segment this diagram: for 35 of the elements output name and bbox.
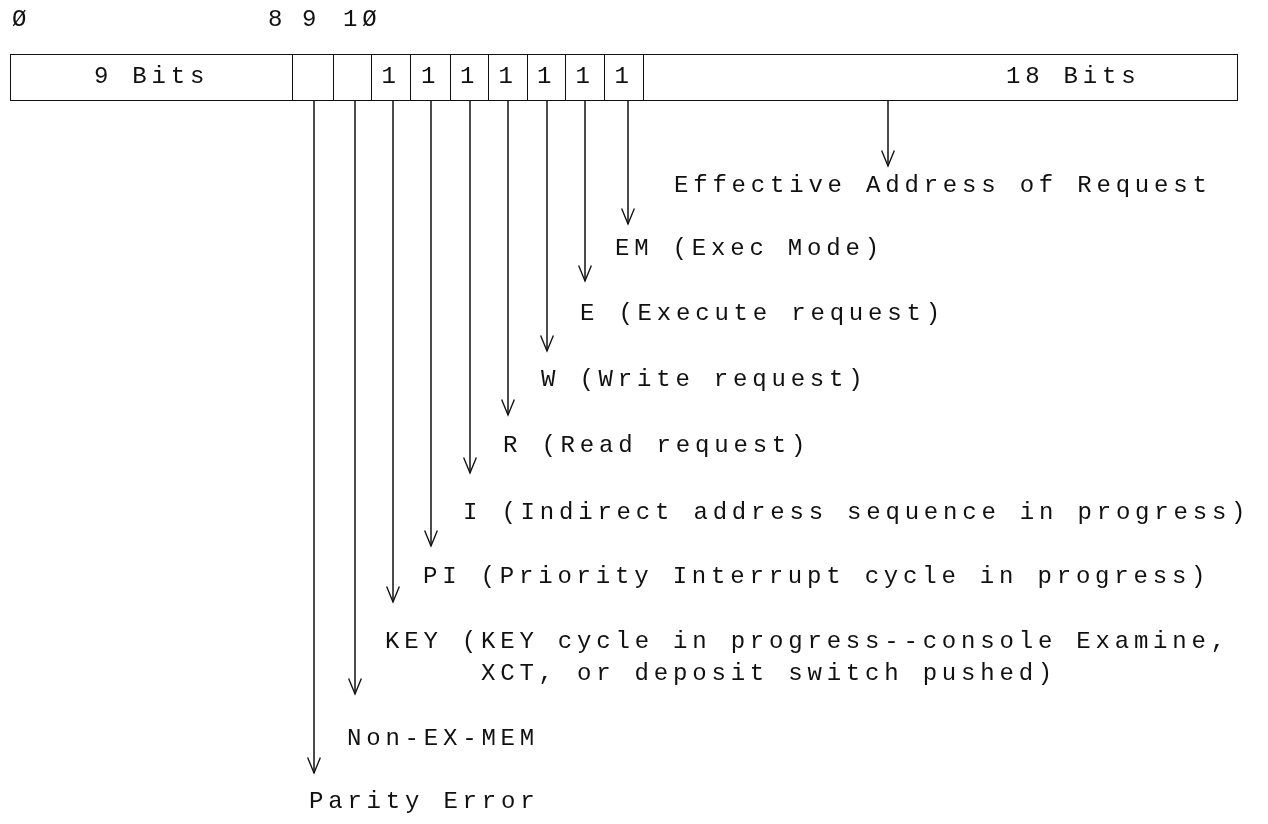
arrow xyxy=(620,99,636,225)
bit-position-number: Ø xyxy=(12,5,32,35)
bit-field: 1 xyxy=(488,54,528,101)
field-description: Parity Error xyxy=(305,773,540,818)
arrow xyxy=(423,99,439,547)
bit-position-number: 9 xyxy=(302,5,322,35)
empty-bit-field xyxy=(333,54,372,101)
arrow xyxy=(539,99,555,352)
field-description: PI (Priority Interrupt cycle in progress) xyxy=(419,546,1211,593)
bit-field: 1 xyxy=(450,54,489,101)
bit-field: 1 xyxy=(527,54,566,101)
bit-field: 1 xyxy=(371,54,411,101)
empty-bit-field xyxy=(292,54,334,101)
field-description: I (Indirect address sequence in progress) xyxy=(459,473,1251,529)
bit-field: 9 Bits xyxy=(10,54,293,101)
bit-field: 1 xyxy=(604,54,644,101)
arrow xyxy=(385,99,401,603)
field-description: Effective Address of Request xyxy=(670,166,1212,202)
field-description: Non-EX-MEM xyxy=(343,694,540,755)
bit-position-number: 1Ø xyxy=(343,5,382,35)
arrow xyxy=(347,99,363,695)
field-description: EM (Exec Mode) xyxy=(611,224,884,265)
field-description: E (Execute request) xyxy=(576,281,945,330)
field-description: W (Write request) xyxy=(537,351,868,396)
bit-position-number: 8 xyxy=(268,5,288,35)
field-description: R (Read request) xyxy=(499,415,811,462)
field-description: KEY (KEY cycle in progress--console Examine, XCT, or deposit switch pushed) xyxy=(381,602,1261,690)
bit-field: 1 xyxy=(410,54,451,101)
bit-field: 18 Bits xyxy=(643,54,1238,101)
arrow xyxy=(880,99,896,167)
arrow xyxy=(306,99,322,774)
bit-field: 1 xyxy=(565,54,605,101)
arrow xyxy=(577,99,593,282)
arrow xyxy=(500,99,516,416)
arrow xyxy=(462,99,478,474)
